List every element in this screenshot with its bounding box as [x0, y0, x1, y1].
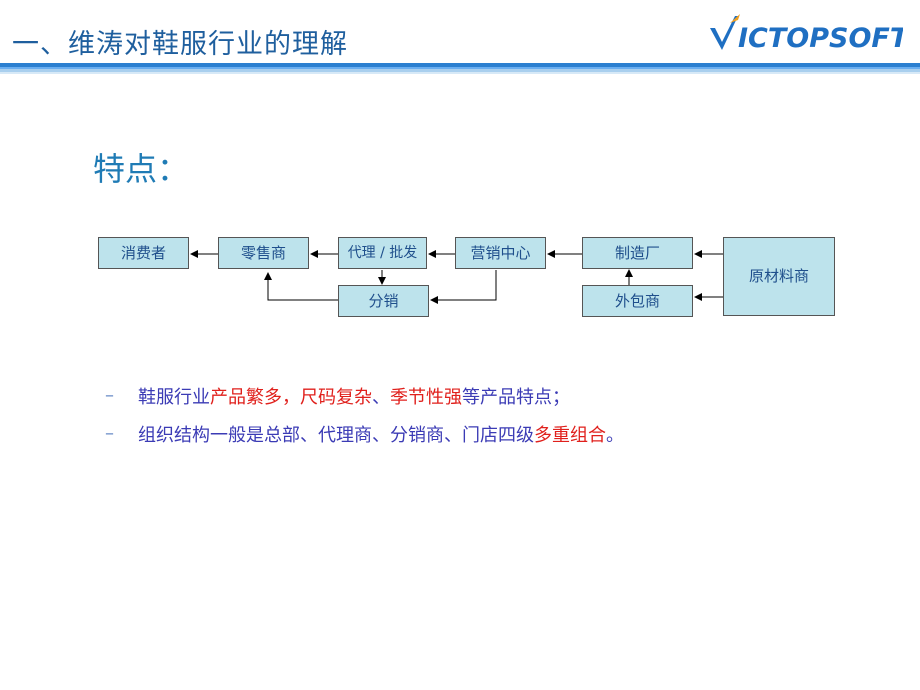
header-band [0, 63, 920, 67]
node-outsourcer: 外包商 [582, 285, 693, 317]
arrow-distribution-to-retailer [264, 272, 338, 301]
logo-wordmark: ICTOPSOFT [738, 23, 903, 54]
bullet-segment: 鞋服行业 [138, 387, 210, 408]
node-retailer: 零售商 [218, 237, 309, 269]
header-band [0, 69, 920, 72]
header-band [0, 72, 920, 74]
bullet-highlight: 产品繁多，尺码复杂 [210, 387, 372, 408]
node-consumer: 消费者 [98, 237, 189, 269]
bullet-text: 鞋服行业产品繁多，尺码复杂、季节性强等产品特点； [138, 383, 570, 409]
section-subtitle: 特点： [93, 150, 190, 188]
bullet-highlight: 季节性强 [390, 387, 462, 408]
bullet-dash: – [105, 423, 114, 444]
logo-swoosh [710, 16, 738, 50]
logo-swoosh-accent [730, 14, 740, 23]
bullet-dash: – [105, 385, 114, 406]
bullet-segment: 组织结构一般是总部、代理商、分销商、门店四级 [138, 425, 534, 446]
node-distribution: 分销 [338, 285, 429, 317]
bullet-segment: 。 [606, 425, 624, 446]
node-marketing-center: 营销中心 [455, 237, 546, 269]
arrow-marketing-to-distribution [430, 270, 497, 304]
slide-title: 一、维涛对鞋服行业的理解 [12, 29, 348, 60]
header-band [0, 67, 920, 69]
bullet-segment: 等产品特点； [462, 387, 570, 408]
node-agent-wholesale: 代理 / 批发 [338, 237, 427, 269]
node-raw-material: 原材料商 [723, 237, 835, 316]
victopsoft-logo: ICTOPSOFT [710, 14, 903, 54]
bullet-highlight: 多重组合 [534, 425, 606, 446]
node-factory: 制造厂 [582, 237, 693, 269]
bullet-segment: 、 [372, 387, 390, 408]
bullet-text: 组织结构一般是总部、代理商、分销商、门店四级多重组合。 [138, 421, 624, 447]
